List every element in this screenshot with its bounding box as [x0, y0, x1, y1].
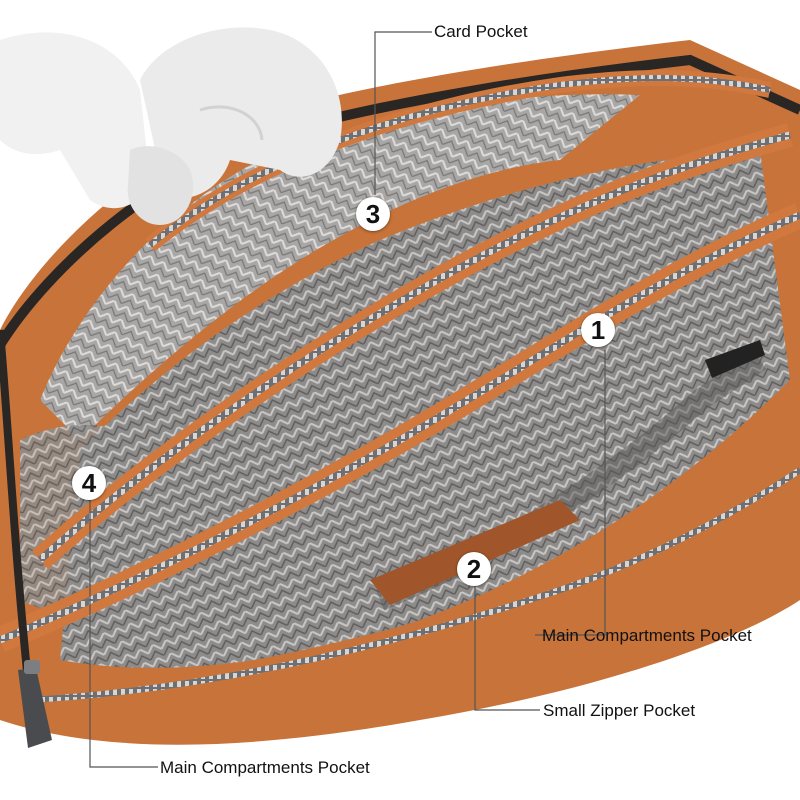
callout-line-3 — [374, 31, 432, 195]
callout-label-main-compartments-left: Main Compartments Pocket — [160, 758, 370, 777]
callout-label-small-zipper-pocket: Small Zipper Pocket — [543, 701, 696, 720]
callout-badge-3: 3 — [356, 197, 390, 231]
callout-badge-1: 1 — [581, 313, 615, 347]
callout-badge-4: 4 — [72, 466, 106, 500]
callout-line-2 — [474, 585, 540, 711]
zipper-pull-icon — [18, 660, 52, 748]
callout-label-main-compartments-right: Main Compartments Pocket — [542, 626, 752, 645]
callout-label-card-pocket: Card Pocket — [434, 22, 528, 41]
inner-zipper-pull-icon — [705, 340, 765, 378]
white-glove — [0, 27, 342, 225]
callout-line-1 — [535, 350, 606, 636]
card-pocket-lining — [40, 94, 640, 440]
callout-line-4 — [89, 500, 158, 768]
callout-badge-2: 2 — [457, 552, 491, 586]
